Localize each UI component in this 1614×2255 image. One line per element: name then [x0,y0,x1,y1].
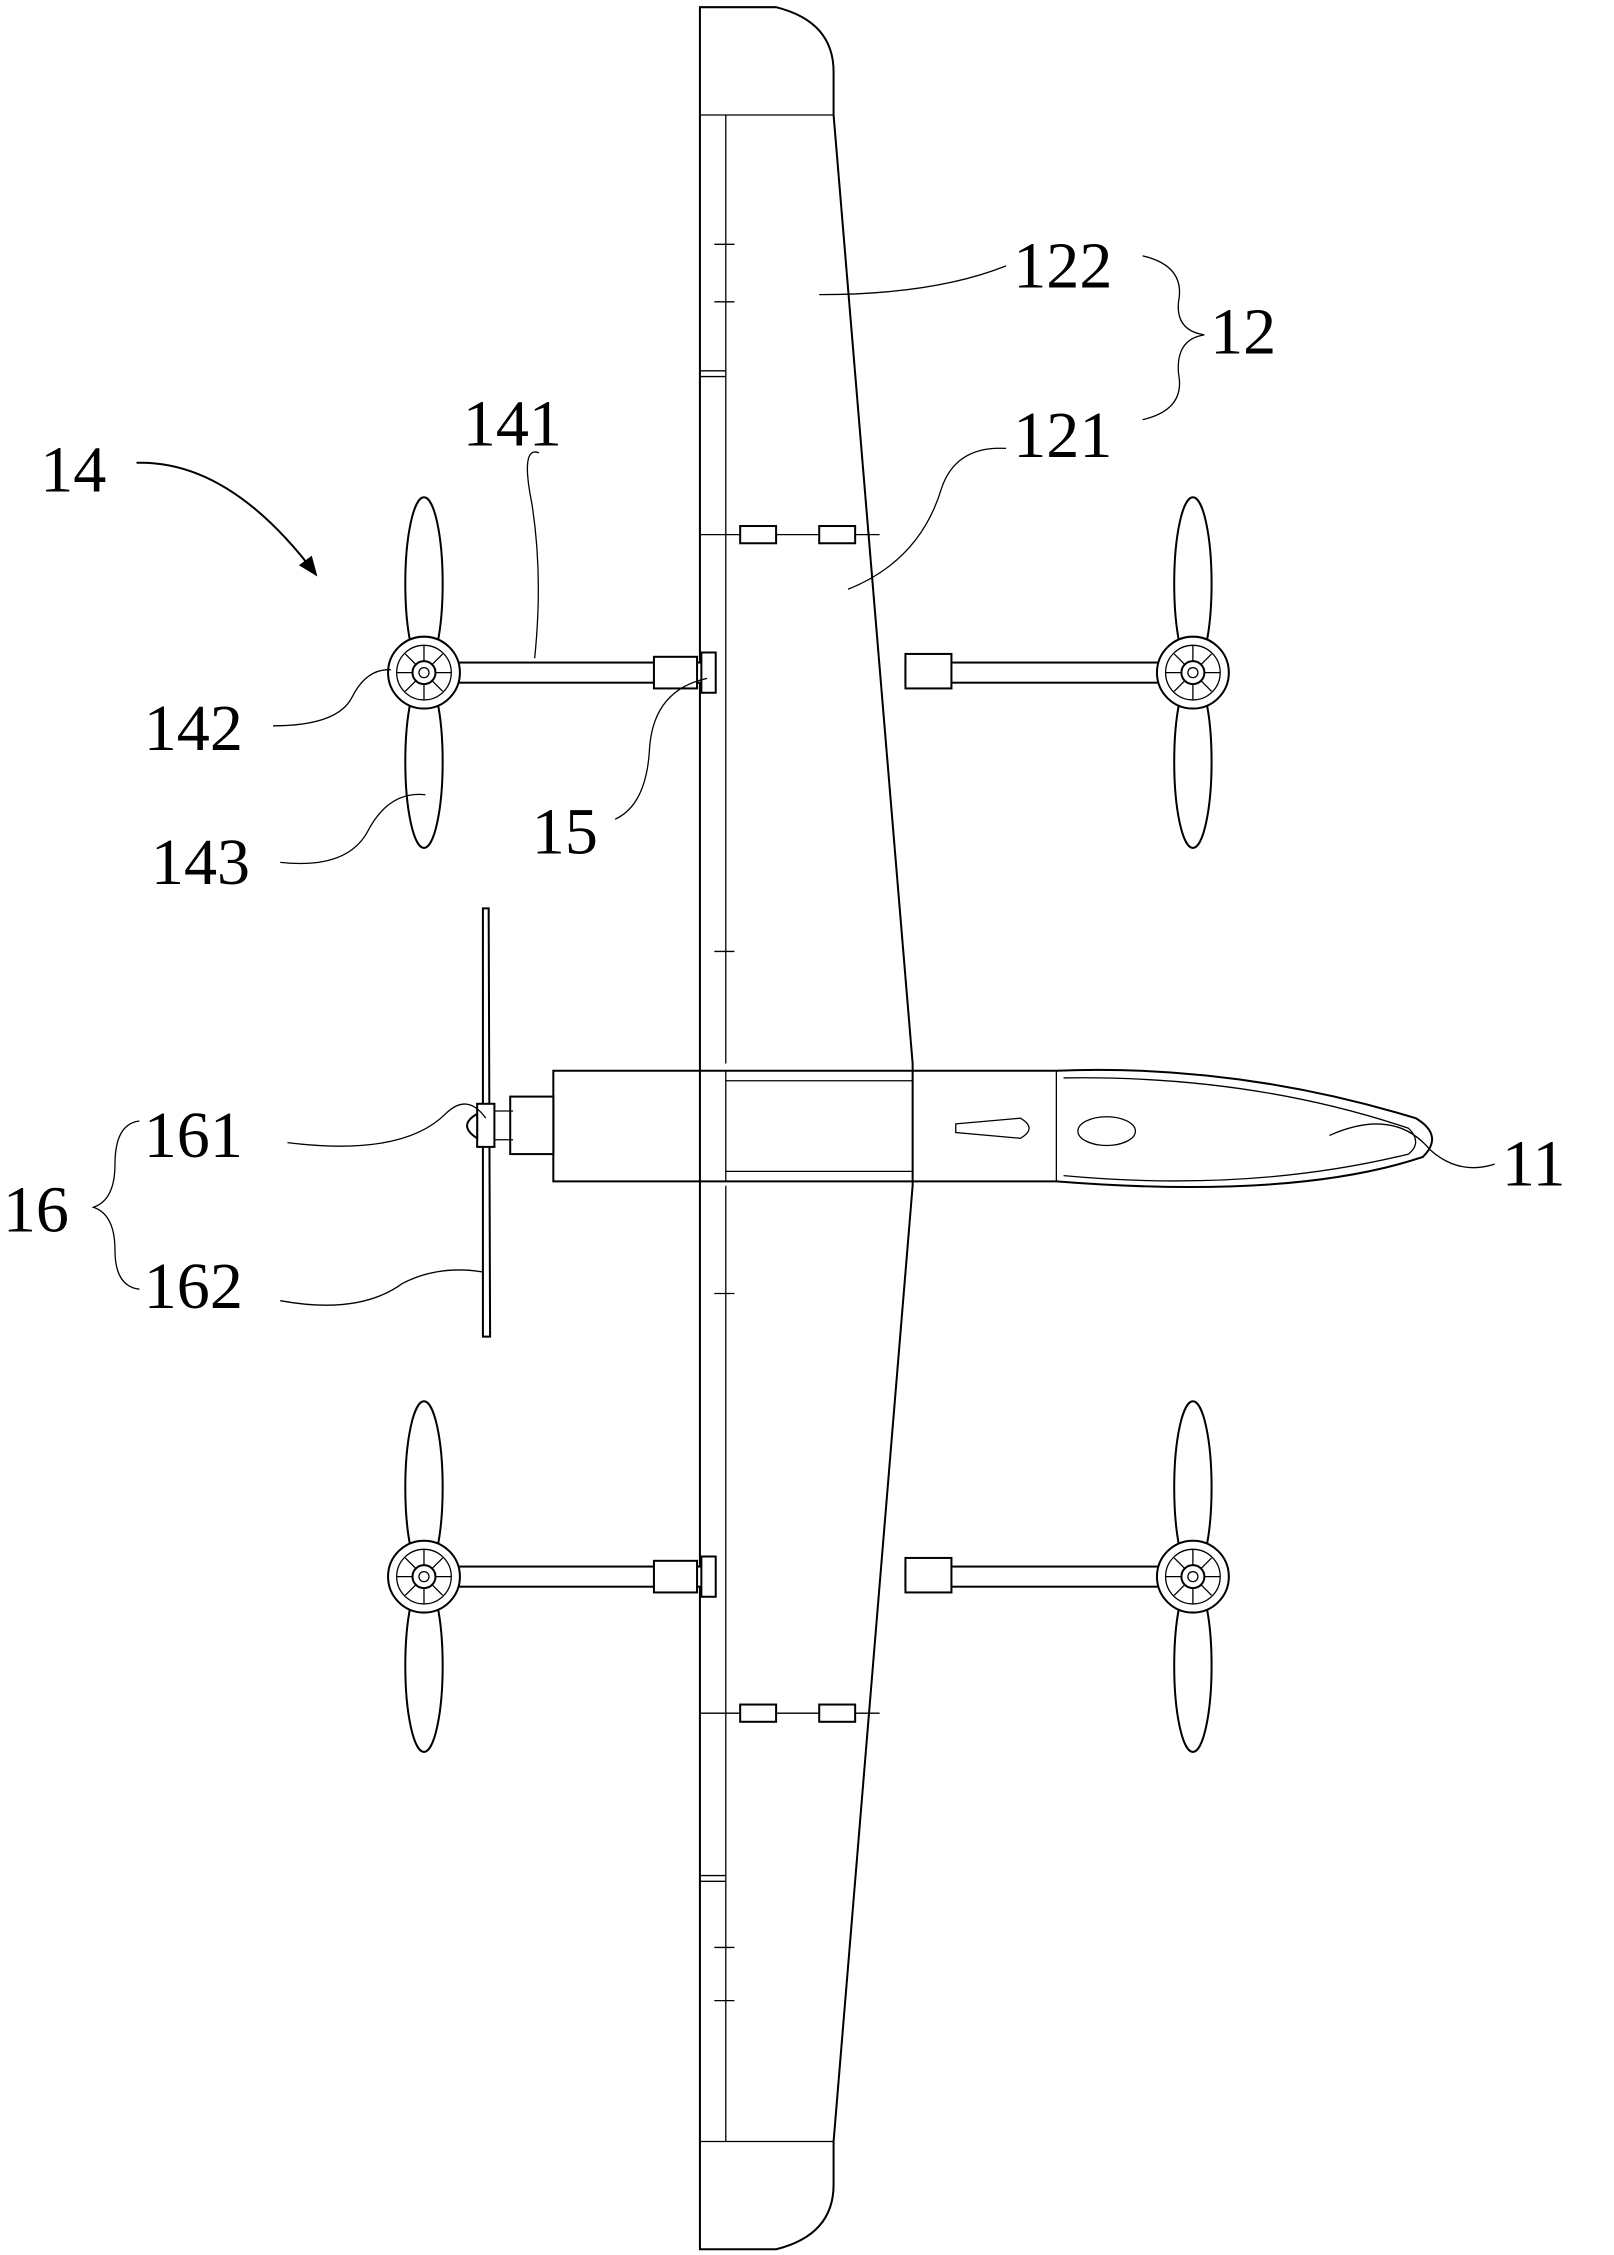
fuselage [509,1068,1433,1189]
rotor-upper-left [387,496,717,849]
label-15: 15 [532,796,598,869]
label-122: 122 [1013,229,1112,302]
label-16: 16 [3,1174,69,1247]
rotor-lower-right [904,1400,1230,1753]
label-143: 143 [151,826,250,899]
label-121: 121 [1013,399,1112,472]
label-12: 12 [1210,296,1276,369]
leader-lines [91,255,1495,1306]
label-14: 14 [40,434,106,507]
rotor-lower-left [387,1400,717,1753]
label-11: 11 [1502,1128,1566,1201]
wing [698,6,914,2251]
label-141: 141 [463,388,562,461]
label-161: 161 [144,1099,243,1172]
label-142: 142 [144,692,243,765]
label-162: 162 [144,1250,243,1323]
rotor-upper-right [904,496,1230,849]
reference-labels: 122 12 121 141 14 142 15 143 161 11 16 1… [3,229,1566,1322]
pusher-propeller [466,907,514,1338]
